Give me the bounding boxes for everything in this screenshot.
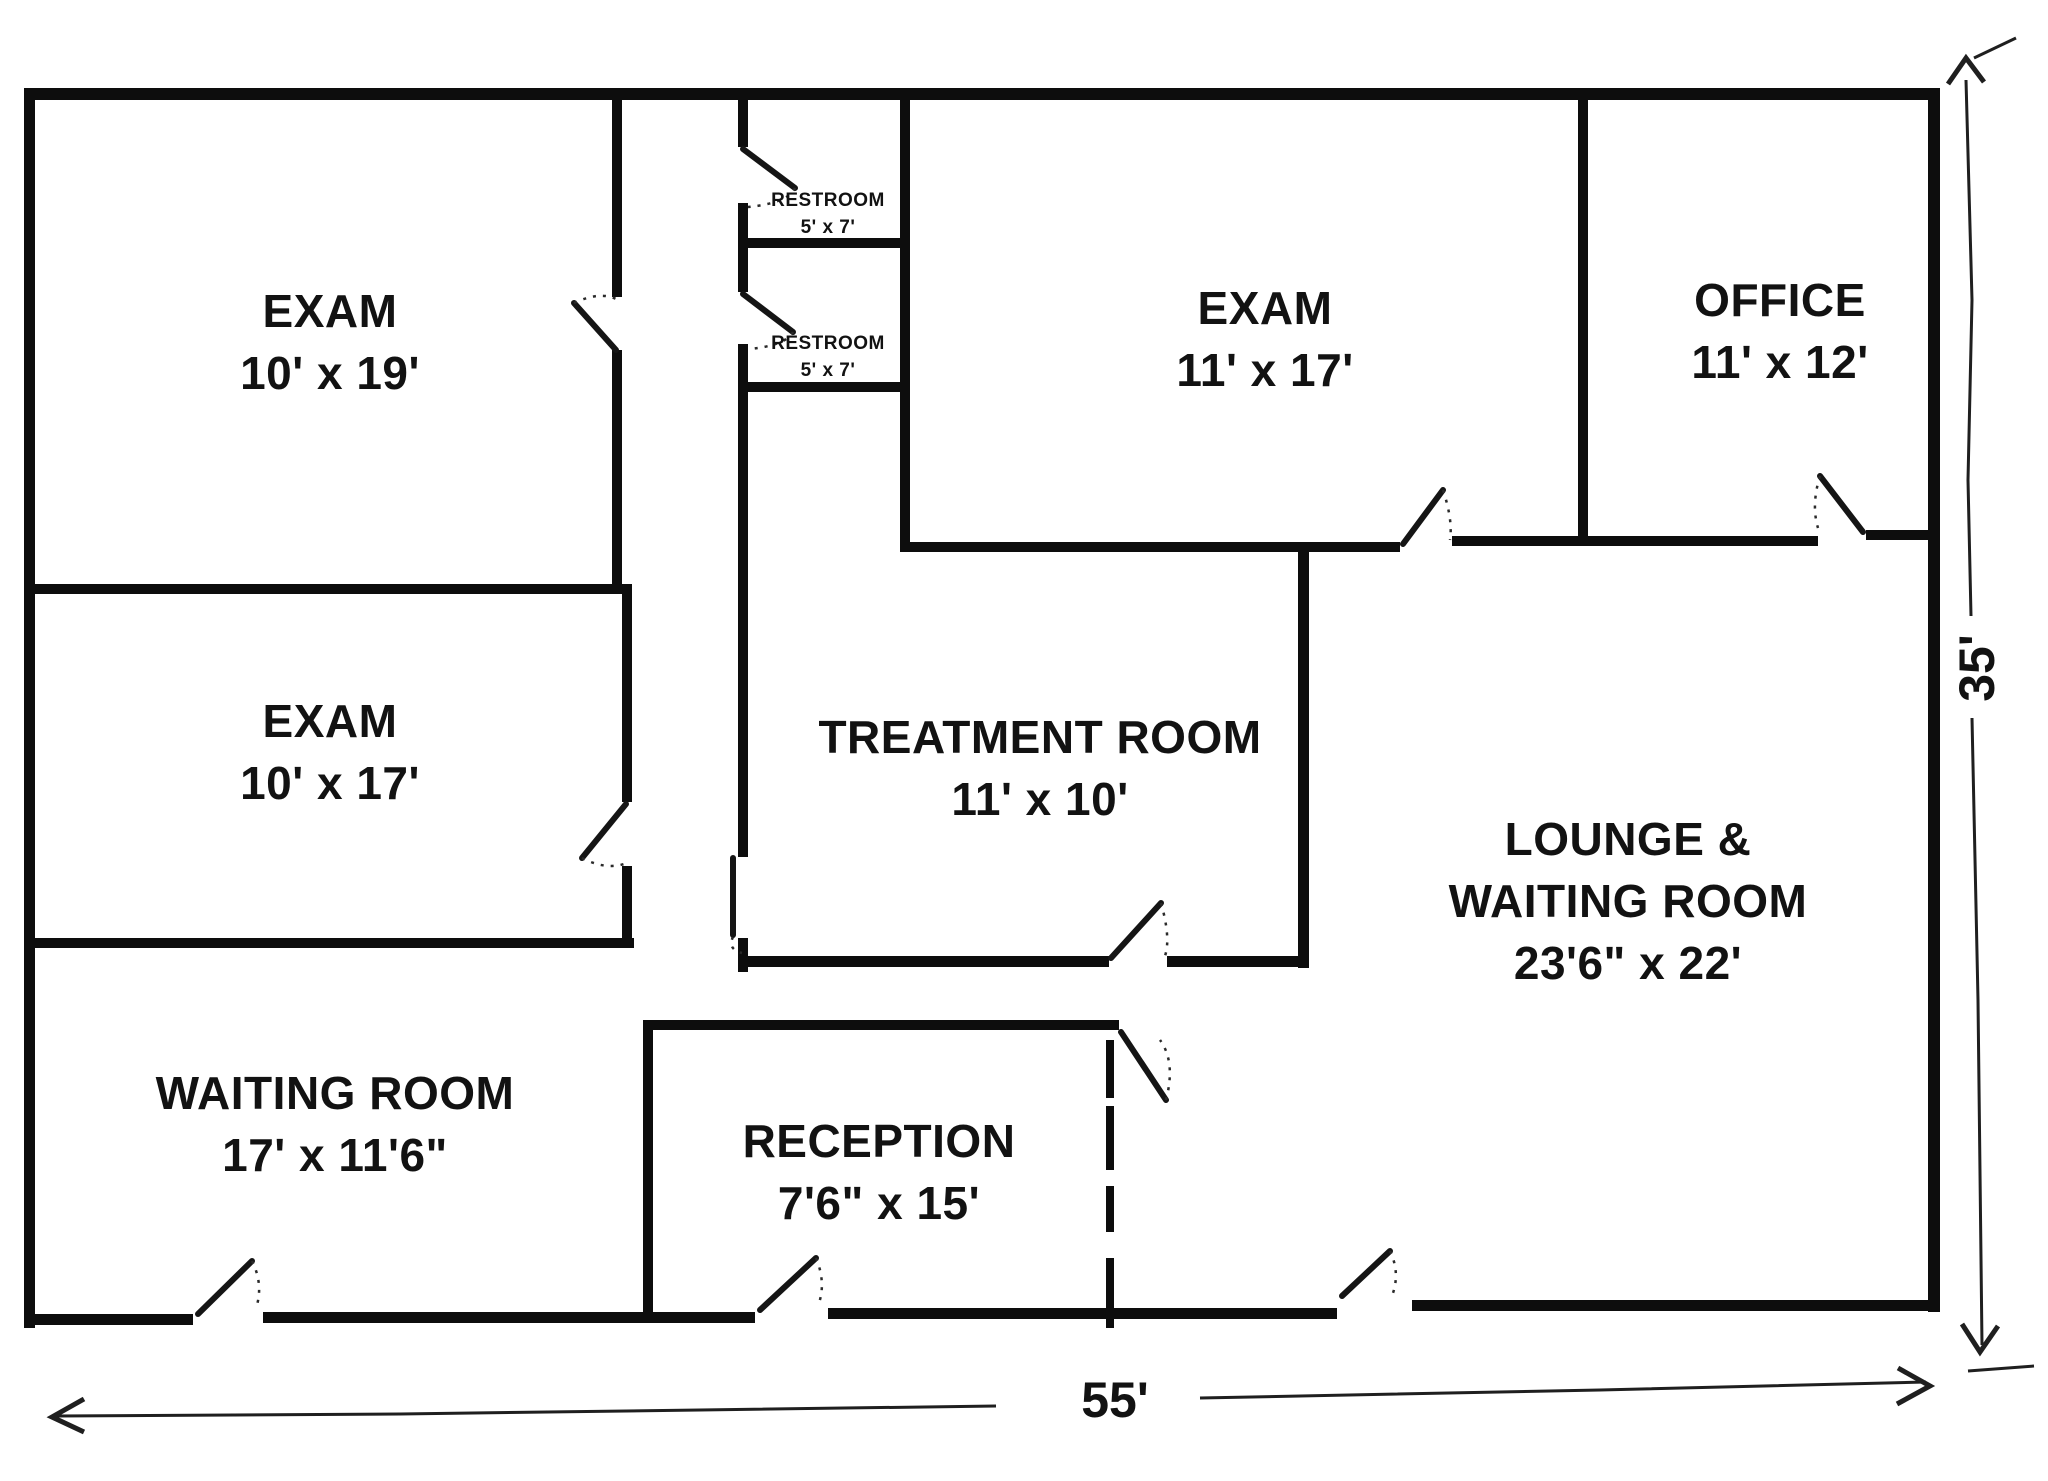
wall-exam3-office-bottom <box>1452 536 1818 546</box>
room-name: EXAM <box>262 285 398 337</box>
door-leaf-waiting-entry <box>195 1258 255 1317</box>
wall-exam2-right-upper <box>622 584 632 802</box>
dimension-line-35ft-lower <box>1970 717 1984 1346</box>
wall-outer-bottom-seg4 <box>1412 1300 1938 1311</box>
wall-office-bottom-right <box>1866 530 1932 540</box>
room-dims: 11' x 12' <box>1691 336 1869 388</box>
room-name: RESTROOM <box>771 333 885 354</box>
wall-outer-bottom-seg1 <box>24 1314 193 1325</box>
wall-exam2-waiting-divider <box>24 938 634 948</box>
dimension-line-35ft-upper <box>1964 79 1974 617</box>
door-leaf-office <box>1817 473 1866 535</box>
room-name-line1: LOUNGE & <box>1504 813 1752 865</box>
room-name: TREATMENT ROOM <box>818 711 1262 763</box>
door-leaf-lounge-entry <box>1339 1248 1393 1299</box>
door-arc-treatment <box>1159 902 1169 957</box>
room-name: WAITING ROOM <box>155 1067 515 1119</box>
room-label-exam-11x17: EXAM 11' x 17' <box>1176 277 1353 401</box>
wall-restroom-left-seg1 <box>738 95 748 147</box>
wall-reception-right-dash4 <box>1106 1258 1114 1328</box>
wall-exam1-right-upper <box>612 95 622 297</box>
room-dims: 7'6" x 15' <box>777 1177 981 1229</box>
door-leaf-restroom2 <box>740 291 796 335</box>
dimension-label-depth: 35' <box>1949 634 2005 702</box>
dimension-line-55ft-right <box>1199 1380 1927 1400</box>
wall-reception-right-dash2 <box>1106 1106 1114 1170</box>
door-leaf-reception-entry <box>757 1255 819 1313</box>
wall-reception-right-dash3 <box>1106 1186 1114 1232</box>
wall-exam2-right-lower <box>622 866 632 946</box>
room-label-exam-10x19: EXAM 10' x 19' <box>240 280 420 404</box>
room-name: EXAM <box>262 695 398 747</box>
room-name: OFFICE <box>1694 274 1866 326</box>
wall-restroom-left-seg3 <box>738 344 748 857</box>
wall-reception-left <box>643 1020 653 1314</box>
room-label-restroom-1: RESTROOM 5' x 7' <box>771 187 885 241</box>
room-label-exam-10x17: EXAM 10' x 17' <box>240 690 420 814</box>
dimension-line-55ft-left <box>55 1404 997 1418</box>
dimension-base-tick <box>1967 1364 2035 1373</box>
wall-outer-left <box>24 88 35 1328</box>
door-arc-exam2 <box>581 856 625 868</box>
door-arc-corridor <box>730 936 743 955</box>
wall-restroom2-bottom <box>738 382 910 392</box>
room-label-waiting: WAITING ROOM 17' x 11'6" <box>156 1062 515 1186</box>
wall-treatment-bottom-left <box>738 956 1109 967</box>
room-dims: 10' x 19' <box>240 347 420 399</box>
door-arc-restroom1 <box>747 187 797 209</box>
room-name: RESTROOM <box>771 190 885 211</box>
door-arc-reception-entry <box>814 1257 824 1304</box>
door-arc-waiting-entry <box>250 1260 261 1306</box>
wall-restroom-left-seg4 <box>738 938 748 972</box>
room-dims: 11' x 10' <box>951 773 1129 825</box>
wall-outer-top <box>24 88 1940 100</box>
room-dims: 11' x 17' <box>1176 344 1354 396</box>
room-dims: 23'6" x 22' <box>1513 937 1743 989</box>
wall-exam1-right-lower <box>612 350 622 592</box>
wall-outer-bottom-seg2 <box>263 1312 755 1323</box>
door-arc-lounge-entry <box>1388 1250 1398 1294</box>
door-arc-exam3 <box>1441 489 1452 541</box>
wall-exam3-bottom <box>900 542 1400 552</box>
room-label-restroom-2: RESTROOM 5' x 7' <box>771 330 885 384</box>
room-dims: 5' x 7' <box>800 360 856 381</box>
room-label-reception: RECEPTION 7'6" x 15' <box>743 1110 1016 1234</box>
room-label-treatment: TREATMENT ROOM 11' x 10' <box>818 706 1261 830</box>
wall-outer-bottom-seg3 <box>828 1308 1337 1319</box>
wall-exam3-office-divider <box>1578 95 1588 540</box>
room-name-line2: WAITING ROOM <box>1448 875 1808 927</box>
room-dims: 17' x 11'6" <box>222 1129 448 1181</box>
wall-exam1-exam2-divider <box>24 584 624 594</box>
room-dims: 5' x 7' <box>800 217 856 238</box>
door-leaf-treatment <box>1108 900 1164 961</box>
door-leaf-restroom1 <box>740 146 798 191</box>
dimension-arrow-left-icon <box>46 1396 86 1435</box>
door-leaf-exam3 <box>1400 487 1446 547</box>
room-label-lounge: LOUNGE & WAITING ROOM 23'6" x 22' <box>1449 808 1808 994</box>
wall-reception-right-dash1 <box>1106 1040 1114 1098</box>
dimension-arrow-right-icon <box>1895 1365 1936 1407</box>
wall-reception-top <box>643 1020 1119 1030</box>
door-arc-restroom2 <box>747 331 795 351</box>
dimension-arrow-up-icon <box>1945 53 1986 86</box>
door-leaf-exam2 <box>579 801 629 861</box>
wall-outer-right <box>1928 88 1940 1312</box>
door-leaf-exam1 <box>571 300 619 353</box>
dimension-arrow-top-slash <box>1973 36 2017 60</box>
room-label-office: OFFICE 11' x 12' <box>1691 269 1868 393</box>
room-name: RECEPTION <box>742 1115 1016 1167</box>
room-name: EXAM <box>1197 282 1333 334</box>
wall-treatment-right <box>1298 548 1309 968</box>
door-leaf-reception-inner <box>1118 1029 1169 1103</box>
wall-treatment-bottom-right <box>1167 956 1307 967</box>
wall-restroom-divider <box>738 238 910 248</box>
door-arc-office <box>1813 475 1822 529</box>
room-dims: 10' x 17' <box>240 757 420 809</box>
dimension-arrow-down-icon <box>1959 1322 2001 1357</box>
wall-restroom-right <box>900 95 910 550</box>
door-arc-exam1 <box>573 294 617 305</box>
dimension-label-width: 55' <box>1081 1372 1149 1428</box>
